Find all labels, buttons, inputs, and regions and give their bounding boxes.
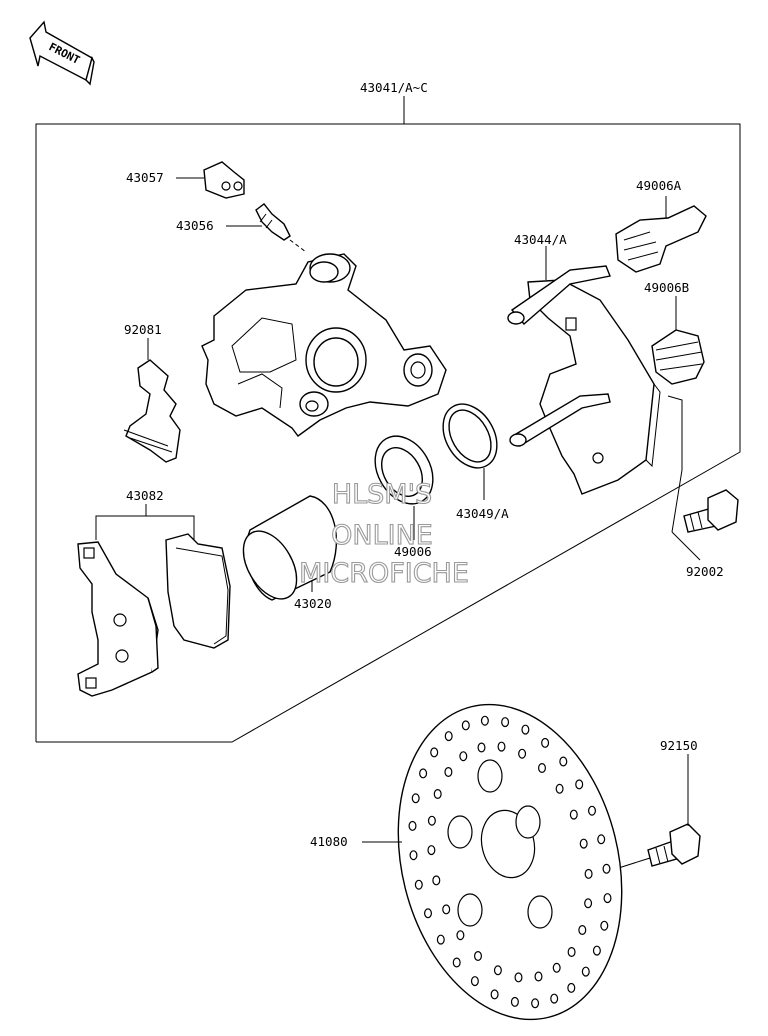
label-43044: 43044/A <box>514 232 567 247</box>
label-92002: 92002 <box>686 564 724 579</box>
disc-vent-hole <box>514 972 523 983</box>
disc-vent-hole <box>461 720 470 731</box>
bleeder-43056 <box>226 203 307 253</box>
disc-vent-hole <box>575 779 584 790</box>
disc-vent-hole <box>602 863 611 874</box>
disc-vent-hole <box>567 946 576 957</box>
label-49006: 49006 <box>394 544 432 559</box>
bolt-92150 <box>605 754 701 873</box>
disc-vent-hole <box>584 868 593 879</box>
boot-49006A <box>615 196 707 273</box>
seal-43049 <box>442 403 498 500</box>
label-43056: 43056 <box>176 218 214 233</box>
disc-vent-hole <box>578 924 587 935</box>
label-43057: 43057 <box>126 170 164 185</box>
disc-vent-hole <box>521 724 530 735</box>
bracket-43044 <box>507 246 661 495</box>
disc-vent-hole <box>518 748 527 759</box>
disc-vent-hole <box>531 998 540 1009</box>
disc-vent-hole <box>433 788 442 799</box>
disc-vent-hole <box>419 768 428 779</box>
disc-vent-hole <box>501 717 510 728</box>
disc-vent-hole <box>555 783 564 794</box>
watermark-line-3: MICROFICHE <box>299 558 469 589</box>
watermark-line-1: HLSM'S <box>332 479 432 510</box>
piston-43020 <box>242 495 338 601</box>
disc-vent-hole <box>510 996 519 1007</box>
disc-vent-hole <box>436 934 445 945</box>
watermark: HLSM'S ONLINE MICROFICHE <box>299 478 470 589</box>
disc-vent-hole <box>474 950 483 961</box>
disc-vent-hole <box>490 989 499 1000</box>
label-43020: 43020 <box>294 596 332 611</box>
disc-vent-hole <box>552 962 561 973</box>
disc-vent-hole <box>597 834 606 845</box>
label-43041: 43041/A~C <box>360 80 428 95</box>
label-43082: 43082 <box>126 488 164 503</box>
front-arrow-badge: FRONT <box>29 20 95 86</box>
assembly-outline <box>35 96 741 743</box>
disc-vent-hole <box>444 766 453 777</box>
label-92150: 92150 <box>660 738 698 753</box>
disc-vent-hole <box>569 809 578 820</box>
disc-vent-hole <box>432 875 441 886</box>
disc-vent-hole <box>592 945 601 956</box>
disc-vent-hole <box>559 756 568 767</box>
seal-49006 <box>374 435 434 540</box>
disc-vent-hole <box>414 879 423 890</box>
disc-vent-hole <box>470 976 479 987</box>
disc-vent-hole <box>442 904 451 915</box>
disc-vent-hole <box>411 793 420 804</box>
disc-vent-hole <box>409 850 418 861</box>
label-41080: 41080 <box>310 834 348 849</box>
disc-vent-hole <box>477 742 486 753</box>
disc-vent-hole <box>584 898 593 909</box>
disc-vent-hole <box>534 971 543 982</box>
disc-vent-hole <box>459 751 468 762</box>
disc-vent-hole <box>537 762 546 773</box>
disc-vent-hole <box>427 845 436 856</box>
pad-spring-92081 <box>123 338 181 463</box>
disc-vent-hole <box>579 838 588 849</box>
disc-vent-hole <box>444 731 453 742</box>
label-49006B: 49006B <box>644 280 689 295</box>
label-92081: 92081 <box>124 322 162 337</box>
disc-vent-hole <box>452 957 461 968</box>
disc-vent-hole <box>550 993 559 1004</box>
disc-vent-hole <box>408 820 417 831</box>
disc-vent-hole <box>581 966 590 977</box>
disc-vent-hole <box>497 741 506 752</box>
boot-49006B <box>651 296 705 385</box>
disc-vent-hole <box>567 982 576 993</box>
disc-vent-hole <box>456 930 465 941</box>
disc-vent-hole <box>600 920 609 931</box>
label-43049: 43049/A <box>456 506 509 521</box>
watermark-line-2: ONLINE <box>331 520 433 551</box>
disc-vent-hole <box>603 893 612 904</box>
disc-vent-hole <box>587 805 596 816</box>
label-49006A: 49006A <box>636 178 682 193</box>
disc-vent-hole <box>424 908 433 919</box>
clip-43057 <box>176 161 245 199</box>
bolt-92002 <box>667 395 739 561</box>
disc-vent-hole <box>541 737 550 748</box>
disc-vent-hole <box>430 747 439 758</box>
brake-disc-41080 <box>362 703 623 1021</box>
pad-set-43082 <box>77 504 231 697</box>
disc-vent-hole <box>427 815 436 826</box>
disc-vent-hole <box>480 715 489 726</box>
caliper-body <box>201 253 447 437</box>
disc-vent-hole <box>493 965 502 976</box>
